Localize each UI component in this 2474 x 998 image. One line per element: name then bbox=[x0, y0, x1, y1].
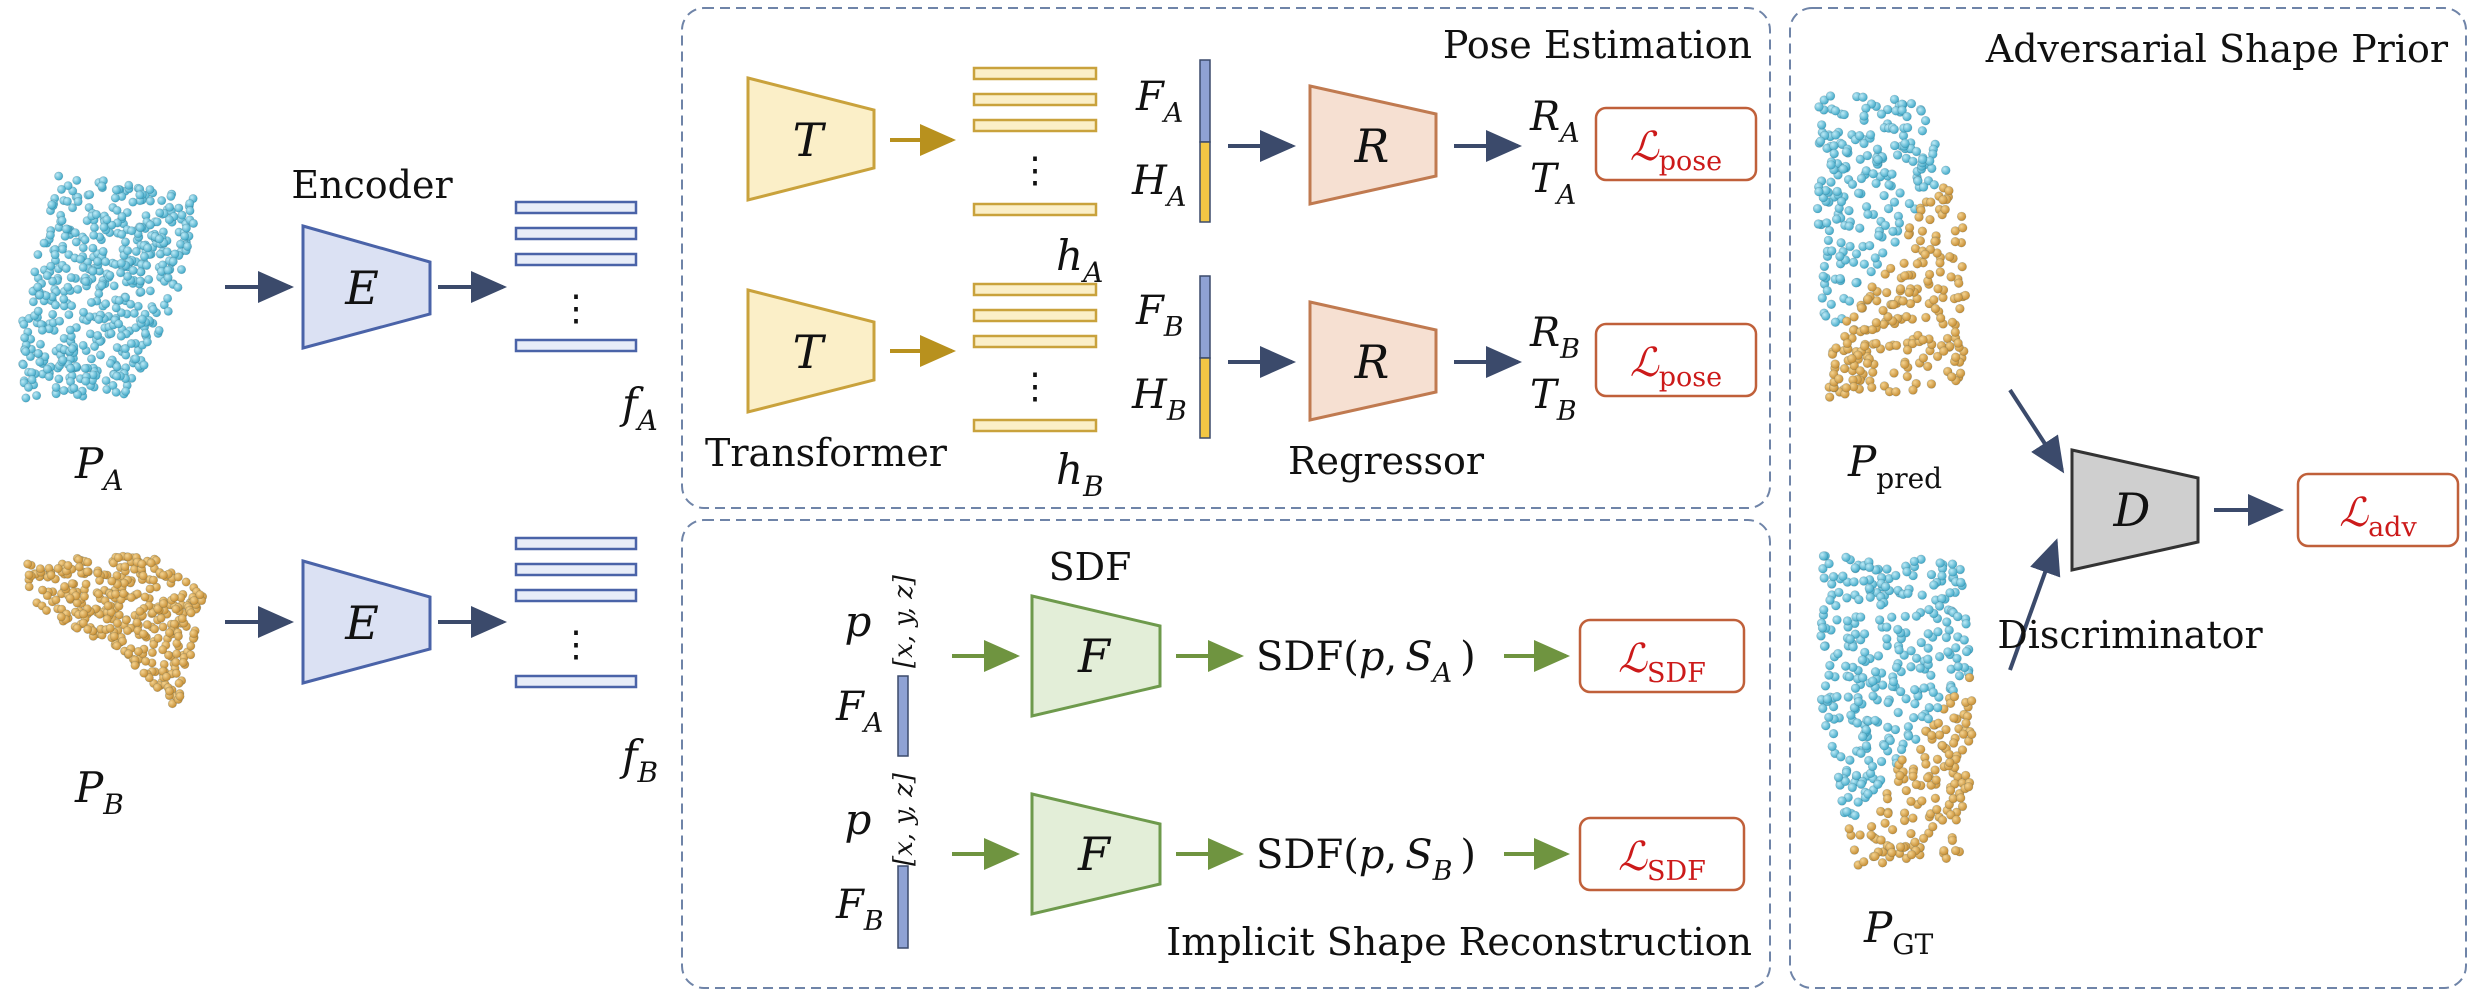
pose-estimation-panel bbox=[681, 7, 1771, 509]
token-vector-a bbox=[1199, 141, 1211, 223]
label-h-b: hB bbox=[1056, 445, 1104, 503]
label-H-a-pose: HA bbox=[1131, 158, 1186, 213]
adversarial-prior-panel bbox=[1789, 7, 2467, 989]
sdf-network-label: SDF bbox=[1049, 545, 1132, 589]
transformer-label: Transformer bbox=[705, 431, 948, 475]
loss-box-adv bbox=[2296, 472, 2460, 548]
regressor-label: Regressor bbox=[1288, 439, 1485, 483]
label-p-query-b: p bbox=[845, 795, 872, 844]
point-cloud-pred bbox=[1812, 91, 1971, 402]
transformer-symbol-a: T bbox=[793, 113, 827, 167]
token-stack-b-dots: ⋮ bbox=[1017, 366, 1053, 407]
encoder-label: Encoder bbox=[291, 163, 453, 207]
label-F-b-pose: FB bbox=[1135, 288, 1184, 343]
label-H-b-pose: HB bbox=[1131, 372, 1187, 427]
pose-estimation-title: Pose Estimation bbox=[1443, 23, 1752, 67]
loss-box-sdf-b bbox=[1578, 816, 1746, 892]
label-h-a: hA bbox=[1056, 231, 1103, 289]
label-p-gt: PGT bbox=[1863, 903, 1934, 961]
loss-pose-b: ℒpose bbox=[1630, 340, 1722, 393]
arrow-pred-to-discriminator bbox=[2008, 388, 2065, 474]
regressor-symbol-a: R bbox=[1354, 119, 1390, 173]
transformer-block-b bbox=[746, 288, 876, 414]
label-p-b: PB bbox=[74, 763, 124, 821]
transformer-block-a bbox=[746, 76, 876, 202]
discriminator-label: Discriminator bbox=[1997, 613, 2263, 657]
implicit-shape-title: Implicit Shape Reconstruction bbox=[1166, 920, 1752, 964]
label-p-pred: Ppred bbox=[1847, 437, 1942, 495]
implicit-shape-panel bbox=[681, 519, 1771, 989]
arrow-gt-to-discriminator bbox=[2008, 538, 2061, 671]
feature-stack-a bbox=[514, 200, 638, 353]
latent-vector-a bbox=[897, 675, 909, 757]
label-T-a: TA bbox=[1530, 156, 1576, 211]
regressor-symbol-b: R bbox=[1354, 335, 1390, 389]
discriminator-block bbox=[2070, 448, 2200, 572]
label-T-b: TB bbox=[1530, 372, 1577, 427]
loss-box-sdf-a bbox=[1578, 618, 1746, 694]
label-F-b-sdf: FB bbox=[835, 882, 884, 937]
feature-stack-b-dots: ⋮ bbox=[558, 624, 594, 665]
point-cloud-a bbox=[18, 171, 199, 403]
regressor-block-a bbox=[1308, 84, 1438, 206]
feature-vector-b bbox=[1199, 275, 1211, 359]
loss-sdf-a: ℒSDF bbox=[1618, 636, 1706, 689]
label-p-query-a: p bbox=[845, 597, 872, 646]
token-vector-b bbox=[1199, 357, 1211, 439]
token-stack-b bbox=[972, 282, 1098, 433]
encoder-symbol-b: E bbox=[344, 596, 379, 650]
sdf-net-block-b bbox=[1030, 792, 1162, 916]
label-F-a-sdf: FA bbox=[835, 684, 883, 739]
encoder-block-b bbox=[301, 559, 432, 685]
point-cloud-b bbox=[23, 551, 208, 709]
point-cloud-gt bbox=[1816, 551, 1977, 870]
loss-box-pose-a bbox=[1594, 106, 1758, 182]
feature-vector-a bbox=[1199, 59, 1211, 143]
label-F-a-pose: FA bbox=[1135, 74, 1183, 129]
label-xyz-a: [x, y, z] bbox=[889, 574, 919, 668]
label-xyz-b: [x, y, z] bbox=[889, 772, 919, 866]
loss-pose-a: ℒpose bbox=[1630, 124, 1722, 177]
discriminator-symbol: D bbox=[2113, 483, 2151, 537]
loss-box-pose-b bbox=[1594, 322, 1758, 398]
label-R-b: RB bbox=[1529, 310, 1580, 365]
sdf-output-b: SDF(p,SB) bbox=[1256, 832, 1476, 887]
encoder-symbol-a: E bbox=[344, 261, 379, 315]
sdf-net-symbol-a: F bbox=[1077, 629, 1112, 683]
sdf-output-a: SDF(p,SA) bbox=[1256, 634, 1476, 689]
loss-adv: ℒadv bbox=[2339, 490, 2417, 543]
loss-sdf-b: ℒSDF bbox=[1618, 834, 1706, 887]
token-stack-a-dots: ⋮ bbox=[1017, 150, 1053, 191]
adversarial-prior-title: Adversarial Shape Prior bbox=[1985, 27, 2449, 71]
latent-vector-b bbox=[897, 865, 909, 949]
transformer-symbol-b: T bbox=[793, 325, 827, 379]
sdf-net-symbol-b: F bbox=[1077, 827, 1112, 881]
token-stack-a bbox=[972, 66, 1098, 217]
label-R-a: RA bbox=[1529, 94, 1580, 149]
feature-stack-b bbox=[514, 536, 638, 689]
label-f-a: fA bbox=[619, 379, 658, 437]
encoder-block-a bbox=[301, 224, 432, 350]
feature-stack-a-dots: ⋮ bbox=[558, 288, 594, 329]
sdf-net-block-a bbox=[1030, 594, 1162, 718]
regressor-block-b bbox=[1308, 300, 1438, 422]
label-p-a: PA bbox=[74, 439, 124, 497]
label-f-b: fB bbox=[619, 731, 658, 789]
